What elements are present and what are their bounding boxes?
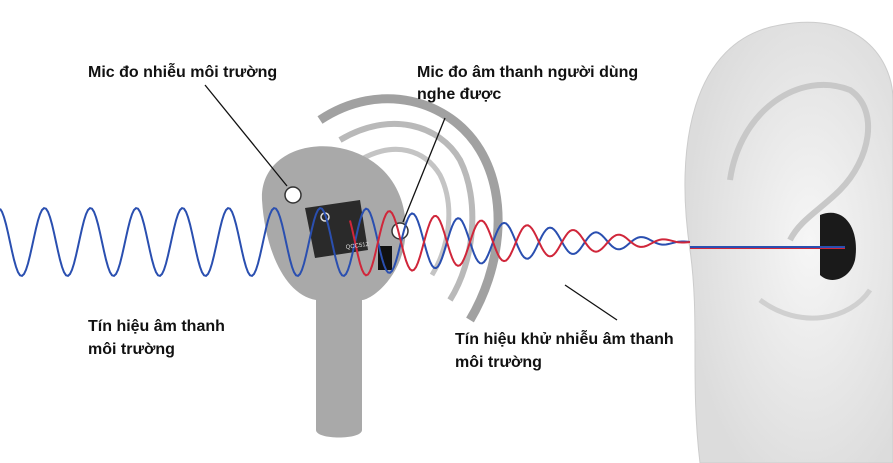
waves bbox=[0, 206, 845, 278]
speaker-driver bbox=[378, 246, 392, 270]
earbud bbox=[261, 146, 409, 438]
ambient-mic-label: Mic đo nhiễu môi trường bbox=[88, 64, 278, 81]
anti-noise-label-2: môi trường bbox=[455, 354, 542, 371]
user-mic-label-2: nghe được bbox=[417, 86, 502, 103]
ambient-signal-label-2: môi trường bbox=[88, 341, 175, 358]
anti-noise-wave bbox=[349, 210, 691, 277]
ear-illustration bbox=[684, 21, 893, 463]
chip-icon bbox=[305, 200, 368, 258]
ambient-mic bbox=[284, 186, 302, 204]
ambient-noise-wave bbox=[0, 206, 691, 278]
user-mic-label-1: Mic đo âm thanh người dùng bbox=[417, 64, 639, 81]
ambient-signal-label-1: Tín hiệu âm thanh bbox=[88, 318, 225, 335]
pointer-lines bbox=[204, 84, 618, 321]
ambient-mic-pointer bbox=[204, 84, 288, 187]
sound-waves-arcs bbox=[317, 94, 503, 323]
anti-noise-label-1: Tín hiệu khử nhiễu âm thanh bbox=[455, 331, 674, 348]
anti-noise-pointer bbox=[564, 284, 618, 321]
inner-mic-pointer bbox=[402, 117, 446, 223]
chip-label: QCC512 bbox=[345, 242, 370, 251]
